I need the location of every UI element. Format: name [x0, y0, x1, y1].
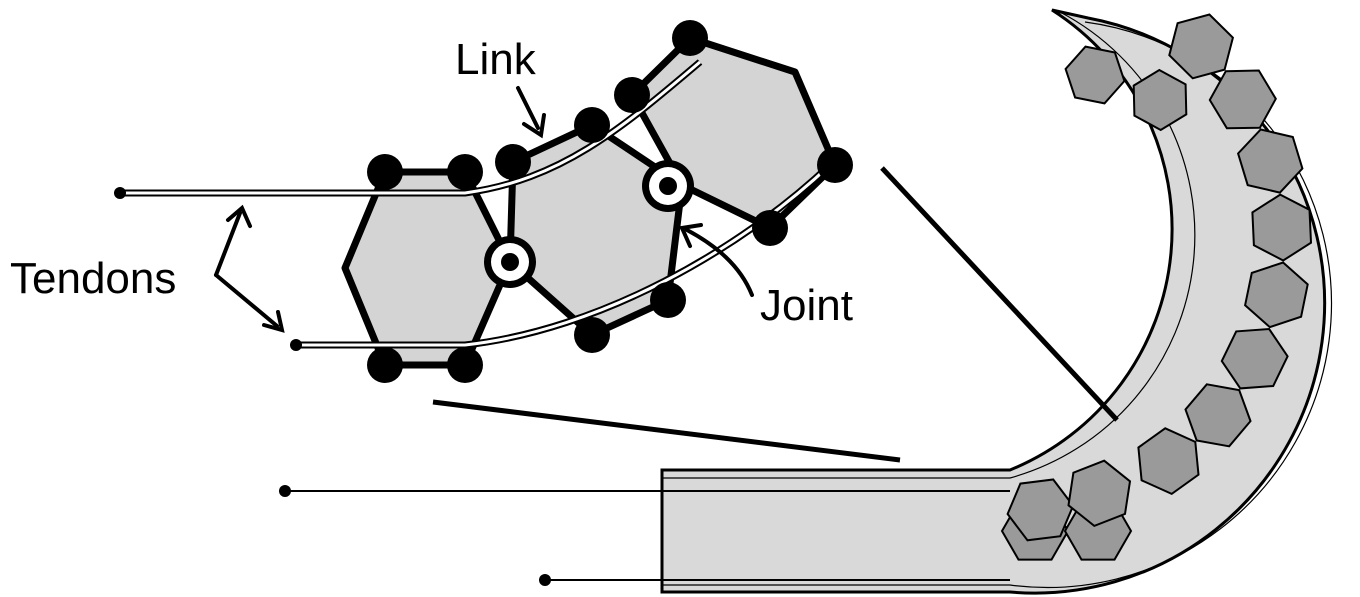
node: [574, 317, 610, 353]
tendons-label: Tendons: [10, 254, 176, 303]
tendons-arrow-up: [214, 211, 242, 277]
pivot-joint-icon: [642, 160, 694, 212]
link-label: Link: [455, 35, 537, 84]
tube-tendon-lower-end: [539, 574, 551, 586]
node: [367, 347, 403, 383]
tendon-upper-end: [114, 187, 126, 199]
tube-link: [1236, 128, 1304, 194]
tube-link: [1184, 383, 1252, 448]
joint-label: Joint: [760, 281, 853, 330]
node: [752, 210, 788, 246]
joint-arrow-head: [679, 223, 703, 248]
node: [495, 144, 531, 180]
tube-link: [1220, 327, 1289, 390]
tube-link: [1064, 45, 1126, 105]
tube-tendons: [279, 485, 1010, 586]
node: [447, 347, 483, 383]
tube-link: [1251, 193, 1313, 262]
tendons-arrow-up-head: [226, 204, 252, 228]
zoom-callout: [432, 166, 1119, 463]
node: [650, 282, 686, 318]
tube-tendon-upper-end: [279, 485, 291, 497]
tendon-lower-inner: [296, 163, 832, 347]
magnified-linkage: [114, 20, 853, 383]
tendon-upper-inner: [120, 60, 701, 195]
link-nodes: [367, 20, 853, 383]
node: [672, 20, 708, 56]
tube-link: [1244, 261, 1309, 329]
tube-link-chain: [1000, 13, 1313, 561]
tendons-arrow-down-head: [262, 310, 285, 333]
zoom-line-upper: [880, 166, 1119, 422]
tube-link: [1067, 459, 1132, 528]
pivot-joint-icon: [484, 236, 536, 288]
joint-arrow: [685, 228, 754, 297]
node: [447, 154, 483, 190]
tube-link: [1137, 427, 1200, 496]
tube-link: [1208, 69, 1277, 130]
zoom-line-lower: [432, 399, 901, 463]
tube-inner-edge: [662, 11, 1196, 479]
tendons-arrow-down: [214, 273, 279, 328]
tube-outer-edge: [662, 21, 1333, 589]
tube-link: [1132, 68, 1188, 132]
tendon-lower-end: [290, 339, 302, 351]
node: [614, 77, 650, 113]
annotation-arrows: [214, 86, 754, 333]
node: [574, 107, 610, 143]
node: [817, 147, 853, 183]
tendons: [114, 59, 833, 351]
link-arrow: [516, 86, 540, 130]
link-arrow-head: [522, 113, 546, 139]
continuum-tube: [660, 8, 1333, 595]
node: [367, 154, 403, 190]
tube-link: [1168, 13, 1235, 80]
